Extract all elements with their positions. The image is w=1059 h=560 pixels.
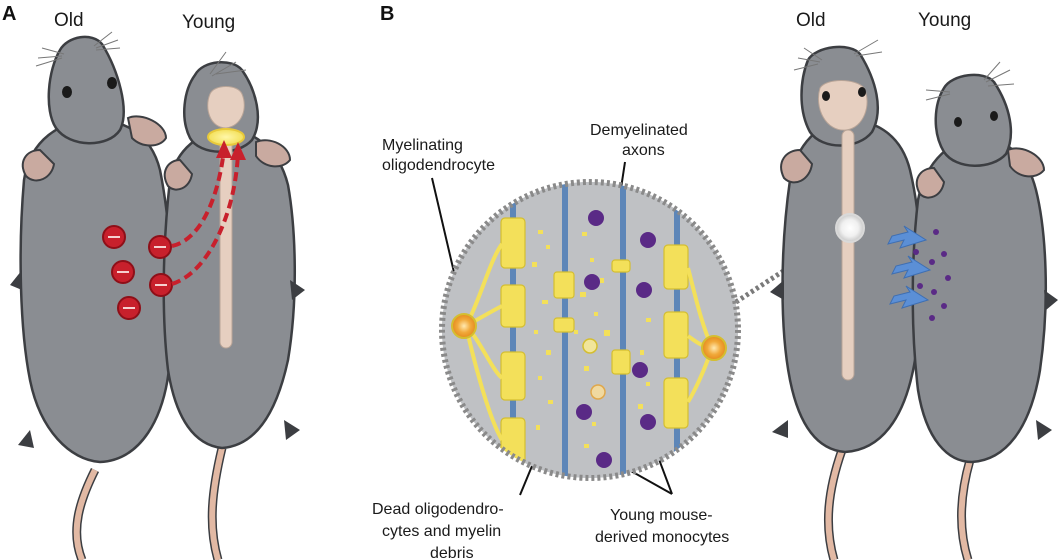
young-mouse-a bbox=[164, 52, 305, 560]
lesion-glow bbox=[836, 214, 864, 242]
label-demyelinated-line1: Demyelinated bbox=[590, 122, 688, 139]
young-mouse-b bbox=[913, 62, 1058, 560]
panel-a-letter: A bbox=[2, 3, 16, 25]
panel-b-old-label: Old bbox=[796, 10, 826, 31]
label-demyelinated-line2: axons bbox=[622, 142, 665, 159]
label-monocytes-line2: derived monocytes bbox=[595, 529, 729, 546]
panel-b: B Myelinating oligodendrocyte Demyelinat… bbox=[372, 3, 1058, 560]
myelinating-oligodendrocyte bbox=[452, 314, 476, 338]
panel-a-young-label: Young bbox=[182, 12, 235, 33]
old-mouse-a bbox=[10, 32, 172, 560]
dead-oligodendrocyte bbox=[583, 339, 597, 353]
label-dead-line3: debris bbox=[430, 545, 474, 560]
label-myelinating-line2: oligodendrocyte bbox=[382, 157, 495, 174]
magnified-lesion bbox=[440, 180, 740, 480]
dead-oligodendrocyte bbox=[591, 385, 605, 399]
label-monocytes-line1: Young mouse- bbox=[610, 507, 713, 524]
panel-a: A Old Young bbox=[2, 3, 305, 560]
panel-b-letter: B bbox=[380, 3, 394, 25]
label-myelinating-line1: Myelinating bbox=[382, 137, 463, 154]
label-dead-line1: Dead oligodendro- bbox=[372, 501, 504, 518]
panel-b-young-label: Young bbox=[918, 10, 971, 31]
panel-a-old-label: Old bbox=[54, 10, 84, 31]
label-dead-line2: cytes and myelin bbox=[382, 523, 501, 540]
myelinating-oligodendrocyte bbox=[702, 336, 726, 360]
